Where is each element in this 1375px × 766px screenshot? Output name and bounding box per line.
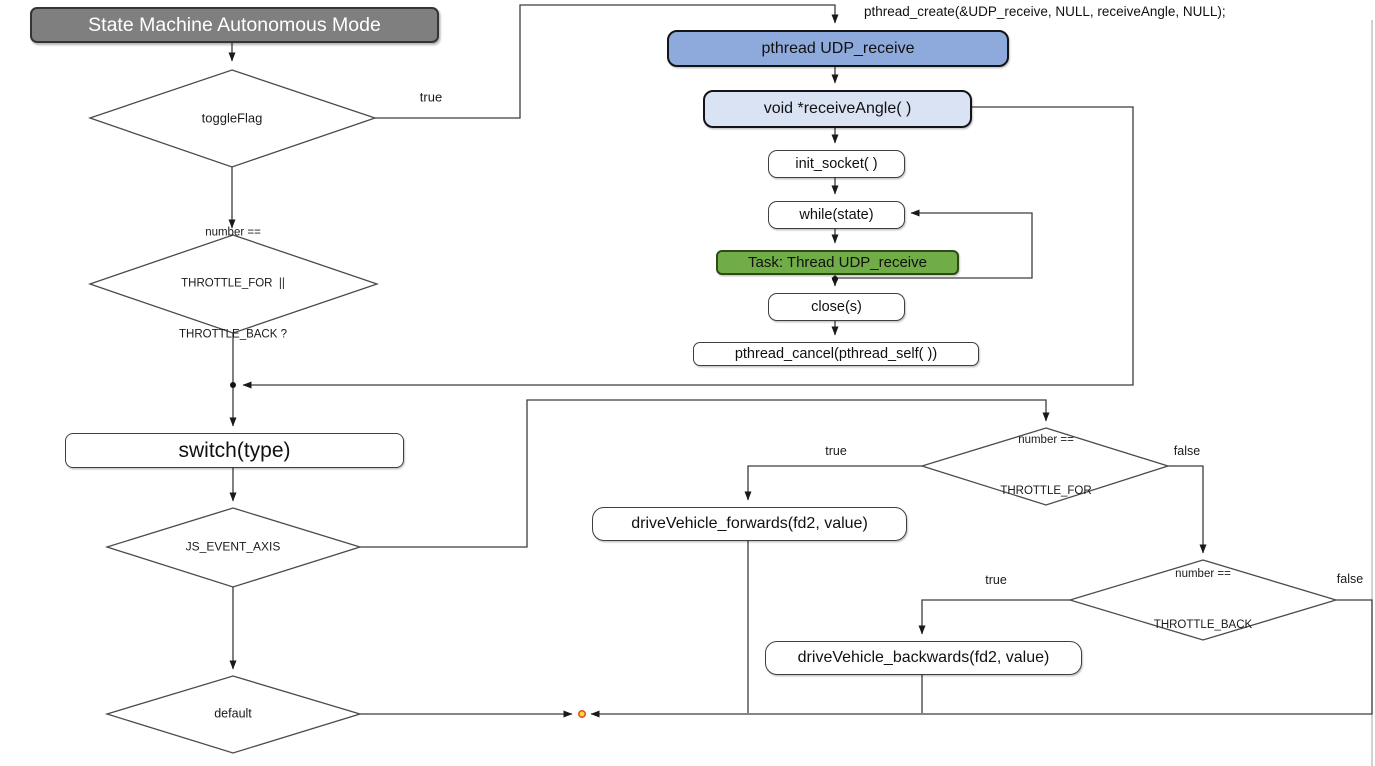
diamond-default [104, 675, 363, 754]
node-pthread-cancel: pthread_cancel(pthread_self( )) [693, 342, 979, 366]
edge-throttle-back-true [918, 599, 1070, 635]
diamond-throttle-for [919, 427, 1171, 506]
label-throttle-back: number == THROTTLE_BACK [1153, 568, 1253, 631]
page-title-text: State Machine Autonomous Mode [88, 13, 381, 36]
edge-throttle-for-false [1168, 465, 1207, 554]
node-pthread-udp-receive: pthread UDP_receive [667, 30, 1009, 67]
label-js-event-axis: JS_EVENT_AXIS [185, 539, 281, 554]
junction-dot-task [832, 276, 838, 282]
node-drive-forwards: driveVehicle_forwards(fd2, value) [592, 507, 907, 541]
label-throttle-for: number == THROTTLE_FOR [1000, 434, 1092, 497]
node-init-socket: init_socket( ) [768, 150, 905, 178]
edge-label-for-true: true [825, 444, 847, 458]
edge-throttle-for-true [744, 465, 922, 501]
node-close: close(s) [768, 293, 905, 321]
pthread-create-annotation: pthread_create(&UDP_receive, NULL, recei… [864, 4, 1226, 19]
label-throttle-or: number == THROTTLE_FOR || THROTTLE_BACK … [179, 226, 287, 341]
edge-throttle-back-false [590, 599, 1373, 718]
label-toggleflag: toggleFlag [201, 110, 263, 126]
edge-label-for-false: false [1173, 444, 1201, 458]
node-switch-type: switch(type) [65, 433, 404, 468]
edge-toggleflag-true-to-pthread [375, 4, 839, 119]
node-receive-angle: void *receiveAngle( ) [703, 90, 972, 128]
node-task-thread: Task: Thread UDP_receive [716, 250, 959, 275]
title-box: State Machine Autonomous Mode [30, 7, 439, 43]
endpoint-marker [577, 709, 586, 718]
edge-jsevent-to-throttle-for [360, 399, 1050, 548]
edge-loop-back-to-while [835, 209, 1033, 279]
node-while-state: while(state) [768, 201, 905, 229]
edge-label-toggle-true: true [419, 89, 443, 105]
node-drive-backwards: driveVehicle_backwards(fd2, value) [765, 641, 1082, 675]
edge-receiveangle-return [242, 106, 1134, 389]
junction-dot-switch [230, 382, 236, 388]
diamond-throttle-back [1067, 559, 1339, 641]
edge-label-back-false: false [1336, 572, 1364, 586]
edge-label-back-true: true [985, 573, 1007, 587]
label-default: default [214, 706, 252, 721]
